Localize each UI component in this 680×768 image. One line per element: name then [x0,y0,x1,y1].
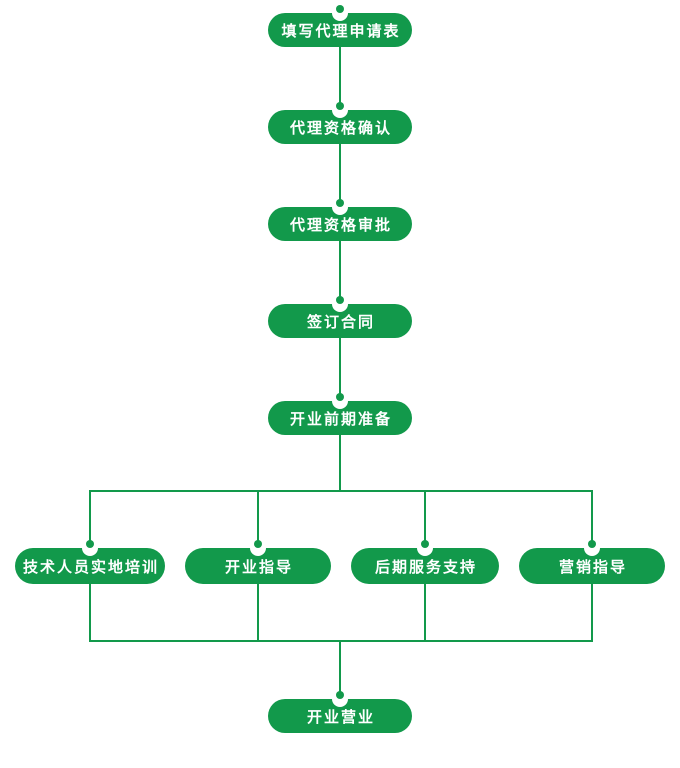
branch-rail-top [89,490,593,492]
connector-rail-branch4 [591,490,593,544]
connector-tip [336,102,344,110]
connector-tip [336,296,344,304]
connector-step1-step2 [339,47,341,106]
connector-step4-step5 [339,338,341,397]
node-pre-opening-preparation: 开业前期准备 [268,401,412,435]
connector-tip [336,199,344,207]
connector-tip [336,5,344,13]
connector-step3-step4 [339,241,341,300]
node-after-sales-service-support: 后期服务支持 [351,548,499,584]
connector-rail-branch2 [257,490,259,544]
node-label: 后期服务支持 [374,558,477,576]
node-label: 填写代理申请表 [281,22,401,40]
node-label: 代理资格确认 [289,119,392,137]
connector-tip [336,691,344,699]
connector-branch3-rail [424,584,426,642]
node-label: 签订合同 [306,313,375,331]
connector-branch2-rail [257,584,259,642]
node-label: 开业指导 [224,558,293,576]
branch-rail-bottom [89,640,593,642]
connector-tip [588,540,596,548]
node-label: 技术人员实地培训 [22,558,159,576]
connector-tip [86,540,94,548]
node-marketing-guidance: 营销指导 [519,548,665,584]
node-label: 开业前期准备 [289,410,392,428]
node-sign-contract: 签订合同 [268,304,412,338]
connector-branch4-rail [591,584,593,642]
connector-tip [254,540,262,548]
connector-rail-step6 [339,640,341,695]
connector-tip [336,393,344,401]
connector-step2-step3 [339,144,341,203]
connector-rail-branch1 [89,490,91,544]
node-label: 营销指导 [558,558,627,576]
node-opening-guidance: 开业指导 [185,548,331,584]
node-label: 代理资格审批 [289,216,392,234]
connector-step5-branch-trunk [339,435,341,491]
node-agent-qualification-approval: 代理资格审批 [268,207,412,241]
connector-rail-branch3 [424,490,426,544]
node-label: 开业营业 [306,708,375,726]
connector-tip [421,540,429,548]
connector-branch1-rail [89,584,91,642]
